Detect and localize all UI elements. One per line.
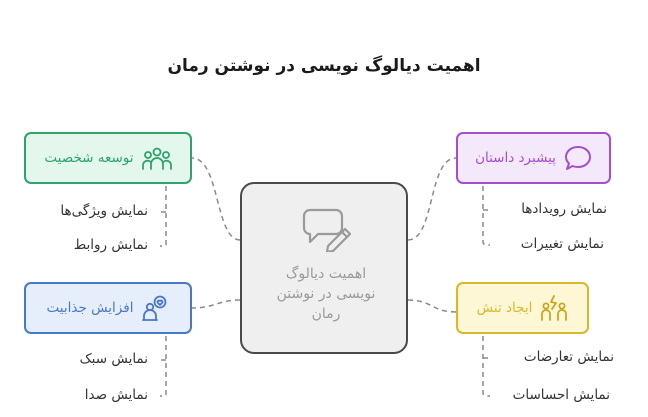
leaf-character-relations: نمایش روابط (73, 237, 148, 253)
connector-character-leaves (159, 186, 167, 247)
branch-story-node: پیشبرد داستان (456, 132, 611, 184)
leaf-character-traits: نمایش ویژگی‌ها (60, 203, 148, 219)
connector-story (407, 157, 457, 241)
branch-tension-label: ایجاد تنش (476, 300, 533, 316)
speech-bubble-icon (564, 146, 591, 170)
connector-tension (407, 299, 457, 313)
connector-character (191, 157, 241, 241)
branch-tension-node: ایجاد تنش (456, 282, 589, 334)
connector-tension-leaves (482, 336, 491, 397)
branch-appeal-label: افزایش جذابیت (46, 300, 134, 316)
branch-character-label: توسعه شخصیت (44, 150, 134, 166)
leaf-tension-emotions: نمایش احساسات (512, 387, 610, 403)
leaf-story-changes: نمایش تغییرات (520, 236, 604, 252)
leaf-story-events: نمایش رویدادها (521, 201, 607, 217)
central-topic-node: اهمیت دیالوگ نویسی در نوشتن رمان (240, 182, 408, 354)
people-group-icon (141, 147, 172, 170)
branch-appeal-node: افزایش جذابیت (24, 282, 192, 334)
leaf-appeal-voice: نمایش صدا (84, 387, 148, 403)
connector-appeal (191, 299, 241, 309)
central-topic-text: اهمیت دیالوگ نویسی در نوشتن رمان (276, 266, 376, 322)
conflict-icon (541, 295, 568, 321)
person-heart-icon (142, 295, 167, 321)
connector-appeal-leaves (159, 336, 167, 397)
connector-story-leaves (482, 186, 491, 246)
diagram-title: اهمیت دیالوگ نویسی در نوشتن رمان (167, 56, 481, 76)
leaf-tension-conflicts: نمایش تعارضات (523, 349, 614, 365)
branch-story-label: پیشبرد داستان (475, 150, 556, 166)
speech-bubble-pencil-icon (300, 206, 352, 256)
branch-character-node: توسعه شخصیت (24, 132, 192, 184)
leaf-appeal-style: نمایش سبک (79, 351, 148, 367)
